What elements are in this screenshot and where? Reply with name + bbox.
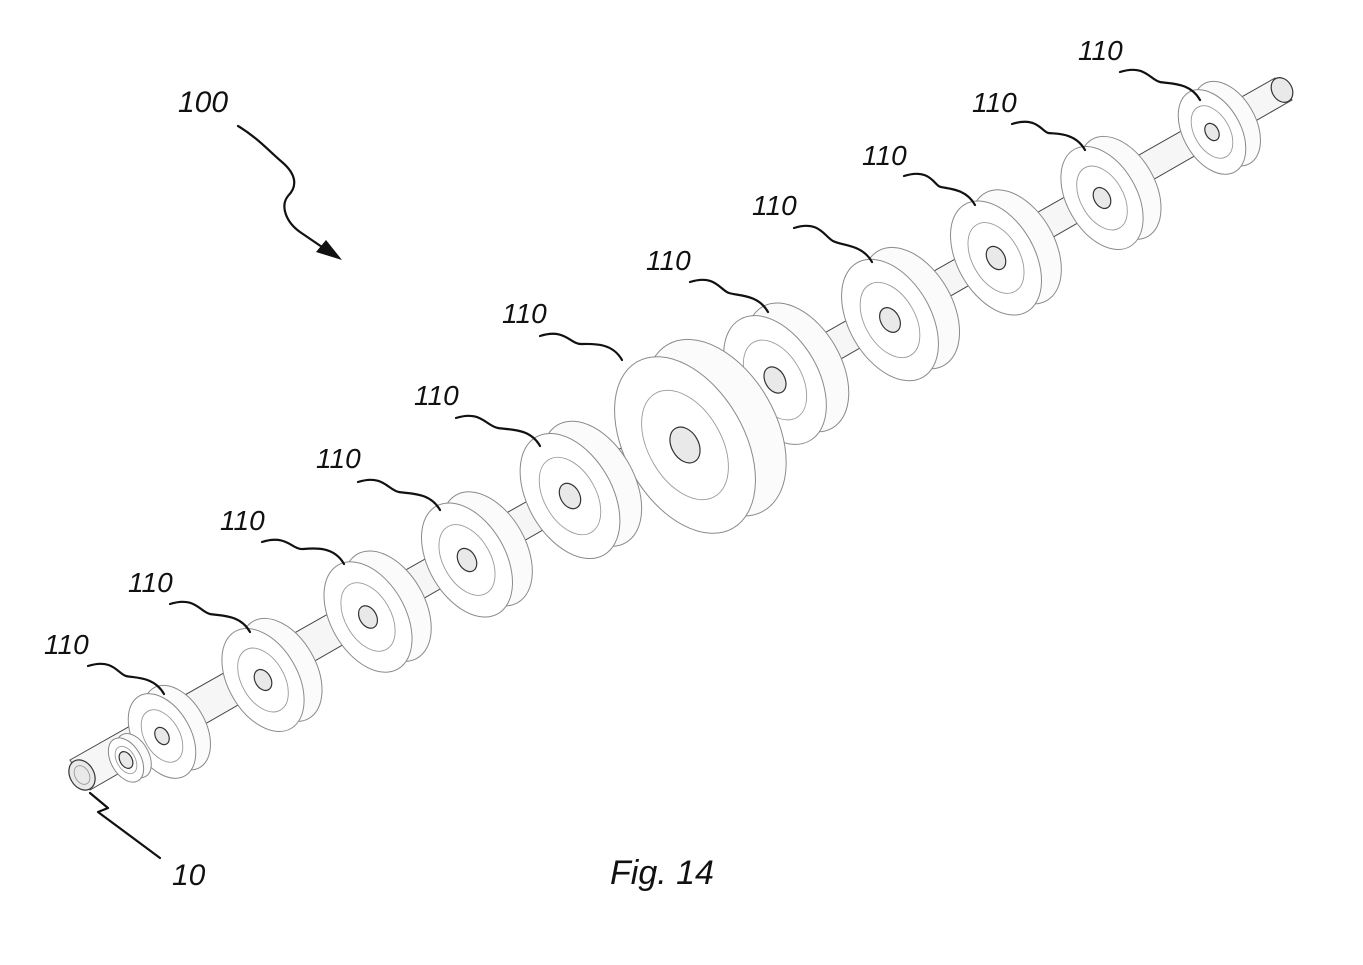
disc-element (1164, 70, 1274, 186)
assembly-arrowhead (316, 240, 342, 260)
element-label: 110 (1078, 35, 1123, 66)
disc-elements (101, 70, 1274, 790)
element-label: 110 (502, 298, 547, 329)
assembly-leader-arrow (238, 126, 322, 247)
element-label: 110 (220, 505, 265, 536)
element-labels: 110 110 110 110 110 110 110 110 110 110 110 (44, 35, 1123, 660)
shaft-leader (90, 793, 160, 858)
element-label: 110 (316, 443, 361, 474)
element-leader (794, 226, 872, 262)
element-label: 110 (646, 245, 691, 276)
element-leader (456, 416, 540, 446)
element-leader (904, 174, 975, 205)
figure-caption: Fig. 14 (610, 854, 714, 892)
element-label: 110 (862, 140, 907, 171)
element-leader (540, 334, 622, 360)
element-label: 110 (128, 567, 173, 598)
element-label: 110 (972, 87, 1017, 118)
element-leader (1012, 122, 1085, 150)
assembly-label: 100 (178, 86, 228, 119)
shaft-label: 10 (172, 859, 206, 892)
element-label: 110 (44, 629, 89, 660)
element-label: 110 (414, 380, 459, 411)
element-leader (358, 480, 440, 510)
element-leader (690, 280, 768, 312)
element-leader (262, 540, 344, 564)
disc-element (1044, 122, 1178, 264)
element-label: 110 (752, 190, 797, 221)
element-leader (170, 602, 250, 632)
